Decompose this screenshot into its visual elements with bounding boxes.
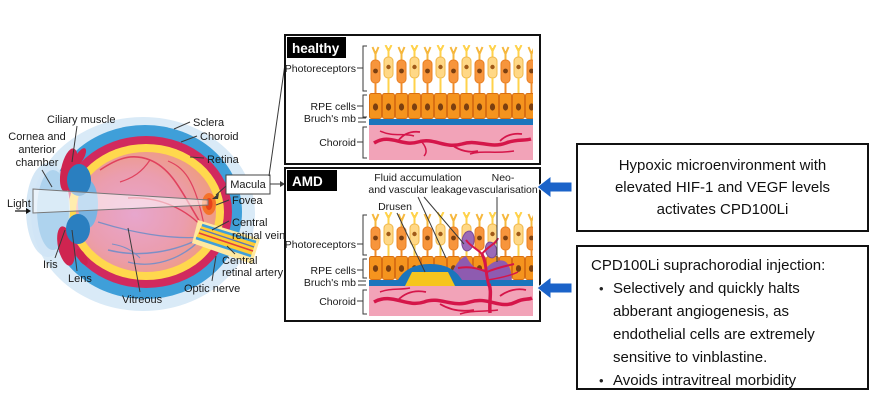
- label-lens: Lens: [68, 273, 92, 285]
- amd-choroid-vessels: [373, 283, 533, 315]
- injection-bullet-1: Selectively and quickly halts abberant a…: [597, 277, 859, 369]
- light-arrowhead: [26, 208, 31, 214]
- ciliary-muscle-upper-2: [73, 148, 87, 166]
- anterior-segment: [26, 148, 98, 266]
- optic-nerve-band: [192, 220, 260, 264]
- label-crv-1: Central: [232, 217, 267, 229]
- healthy-tab: [287, 37, 346, 58]
- amd-label-neo-1: Neo-: [492, 172, 515, 184]
- amd-panel: AMD: [284, 167, 541, 322]
- hypoxic-line-3: activates CPD100Li: [656, 200, 789, 218]
- label-vitreous: Vitreous: [122, 294, 163, 306]
- amd-illustration: [369, 212, 533, 316]
- iris-upper: [67, 164, 91, 196]
- macula-pointer-arrowhead: [212, 193, 219, 199]
- healthy-label-photoreceptors: Photoreceptors: [285, 63, 356, 75]
- label-iris: Iris: [43, 259, 58, 271]
- label-optic-nerve: Optic nerve: [184, 283, 240, 295]
- healthy-labels: Photoreceptors RPE cells Bruch's mb Chor…: [285, 45, 367, 159]
- amd-tab: [287, 170, 337, 191]
- amd-label-fluid-2: and vascular leakage: [368, 184, 467, 196]
- hypoxic-line-1: Hypoxic microenvironment with: [618, 156, 827, 174]
- label-retina: Retina: [207, 154, 240, 166]
- arrow-hypoxic-icon: [536, 174, 573, 200]
- neovascular-vessel-tree: [457, 237, 519, 287]
- label-cornea-1: Cornea and: [8, 131, 66, 143]
- healthy-panel: healthy Photorec: [284, 34, 541, 165]
- injection-bullet-list: Selectively and quickly halts abberant a…: [591, 277, 859, 392]
- label-cra-2: retinal artery: [222, 267, 284, 279]
- healthy-rpe-layer: [369, 93, 533, 119]
- ciliary-muscle-lower-2: [76, 248, 88, 266]
- eye-diagram: Ciliary muscle Cornea and anterior chamb…: [7, 49, 288, 311]
- vitreous-interior: [76, 152, 216, 272]
- amd-label-bruchs: Bruch's mb: [304, 277, 356, 289]
- amd-left-labels: Photoreceptors RPE cells Bruch's mb Chor…: [285, 214, 367, 315]
- healthy-label-choroid: Choroid: [319, 137, 356, 149]
- label-cornea-3: chamber: [16, 157, 59, 169]
- healthy-illustration: [369, 45, 533, 160]
- light-beam: [32, 188, 209, 214]
- label-ciliary-muscle: Ciliary muscle: [47, 114, 115, 126]
- healthy-label-rpe: RPE cells: [310, 101, 356, 113]
- amd-label-photoreceptors: Photoreceptors: [285, 239, 356, 251]
- label-crv-2: retinal vein: [232, 230, 285, 242]
- injection-bullet-2: Avoids intravitreal morbidity: [597, 369, 859, 392]
- label-cornea-2: anterior: [18, 144, 56, 156]
- healthy-bruchs-membrane: [369, 119, 533, 125]
- label-fovea: Fovea: [232, 195, 263, 207]
- healthy-label-bruchs: Bruch's mb: [304, 113, 356, 125]
- amd-label-drusen: Drusen: [378, 201, 412, 213]
- callout-arrows: [536, 174, 573, 301]
- hypoxic-line-2: elevated HIF-1 and VEGF levels: [614, 178, 831, 196]
- amd-label-fluid-1: Fluid accumulation: [374, 172, 462, 184]
- amd-label-choroid: Choroid: [319, 296, 356, 308]
- drusen-deposit: [404, 272, 456, 288]
- annotation-box-injection: CPD100Li suprachorodial injection: Selec…: [576, 245, 869, 392]
- macula-callout: Macula: [212, 49, 288, 199]
- amd-label-rpe: RPE cells: [310, 265, 356, 277]
- amd-label-neo-2: vascularisation: [468, 184, 538, 196]
- amd-photoreceptor-layer: [369, 212, 533, 258]
- label-choroid: Choroid: [200, 131, 239, 143]
- eye-labels: Ciliary muscle Cornea and anterior chamb…: [7, 114, 285, 306]
- iris-lower: [66, 214, 90, 244]
- healthy-title: healthy: [292, 41, 340, 56]
- label-sclera: Sclera: [193, 117, 225, 129]
- annotation-box-hypoxic: Hypoxic microenvironment with elevated H…: [576, 143, 869, 232]
- label-cra-1: Central: [222, 255, 257, 267]
- healthy-photoreceptor-layer: [369, 45, 533, 93]
- label-macula: Macula: [230, 179, 266, 191]
- arrow-injection-icon: [536, 275, 573, 301]
- amd-title: AMD: [292, 174, 323, 189]
- macula-to-amd-arrowhead: [280, 181, 285, 187]
- injection-title: CPD100Li suprachorodial injection:: [591, 257, 826, 274]
- healthy-choroid-vessels: [373, 130, 532, 157]
- label-light: Light: [7, 198, 31, 210]
- amd-top-labels: Fluid accumulation and vascular leakage …: [368, 172, 538, 273]
